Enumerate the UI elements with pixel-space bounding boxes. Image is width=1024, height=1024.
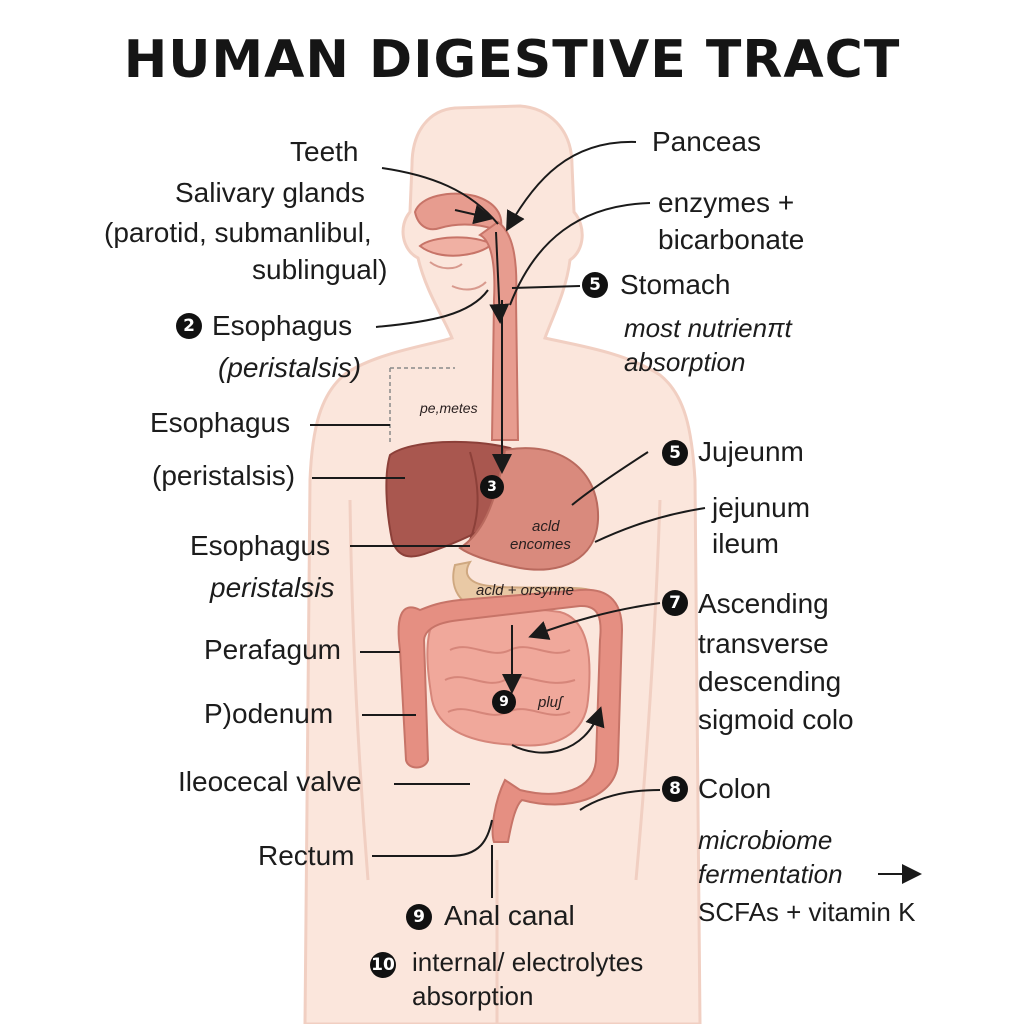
label-sigmoid: sigmoid colo (698, 704, 854, 735)
leader-stomach (511, 285, 581, 289)
label-perafagum: Perafagum (204, 634, 341, 665)
leader-esophagus-a (375, 289, 489, 328)
stomach-text-2: encomes (510, 536, 571, 553)
label-bicarbonate: bicarbonate (658, 224, 805, 255)
label-esophagus-a-sub: (peristalsis) (218, 352, 362, 383)
label-salivary-detail: (parotid, submanlibul, (104, 217, 372, 248)
label-electrolytes: internal/ electrolytes (412, 947, 644, 977)
label-esophagus-c: Esophagus (190, 530, 331, 561)
intestine-text: pluʃ (538, 694, 563, 711)
badge-stomach: 5 (582, 272, 608, 298)
leader-colon-parts (528, 602, 661, 640)
label-microbiome: microbiome (698, 825, 833, 855)
badge-esophagus-a: 2 (176, 313, 202, 339)
pancreas-text: acld + orsynne (476, 582, 574, 599)
label-jejunum-sub-1: jejunum (712, 492, 811, 523)
label-pancreas: Panceas (652, 126, 761, 157)
label-colon: Colon (698, 773, 772, 804)
badge-anal-canal: 9 (406, 904, 432, 930)
label-stomach: Stomach (620, 269, 731, 300)
label-salivary-glands: Salivary glands (175, 177, 365, 208)
badge-jejunum: 5 (662, 440, 688, 466)
leader-rectum (372, 819, 493, 857)
stomach-text-1: acld (532, 518, 560, 535)
esophagus-tube (478, 220, 520, 441)
badge-intestine: 9 (492, 690, 516, 714)
badge-colon-parts: 7 (662, 590, 688, 616)
badge-absorption: 10 (370, 952, 396, 978)
diagram-title: HUMAN DIGESTIVE TRACT (123, 30, 901, 90)
label-esophagus-b: Esophagus (150, 407, 291, 438)
label-anal-canal: Anal canal (444, 900, 575, 931)
label-stomach-sub-1: most nutrienπt (624, 313, 792, 343)
label-esophagus-c-sub: peristalsis (210, 572, 335, 603)
label-descending: descending (698, 666, 842, 697)
label-transverse: transverse (698, 628, 829, 659)
right-arm-outline (634, 499, 662, 881)
label-fermentation: fermentation (698, 859, 843, 889)
note-text: pe,metes (420, 400, 478, 416)
leader-pancreas (506, 140, 637, 232)
label-stomach-sub-2: absorption (624, 347, 746, 377)
label-scfas: SCFAs + vitamin K (698, 897, 916, 927)
leader-ileum (594, 507, 706, 543)
label-esophagus-a: Esophagus (212, 310, 353, 341)
label-rectum: Rectum (258, 840, 355, 871)
label-absorption: absorption (412, 981, 534, 1011)
left-arm-outline (348, 499, 370, 881)
label-ileocecal-valve: Ileocecal valve (178, 766, 362, 797)
label-esophagus-b-sub: (peristalsis) (152, 460, 296, 491)
label-enzymes: enzymes + (658, 187, 795, 218)
badge-colon: 8 (662, 776, 688, 802)
leader-teeth (381, 167, 499, 225)
label-teeth: Teeth (290, 136, 359, 167)
leader-colon (579, 789, 661, 811)
label-salivary-detail-2: sublingual) (252, 254, 388, 285)
label-jejunum: Jujeunm (698, 436, 804, 467)
badge-liver: 3 (480, 475, 504, 499)
stomach (458, 447, 600, 571)
leader-enzymes (509, 202, 651, 306)
leader-jejunum (571, 451, 649, 506)
label-duodenum: P)odenum (204, 698, 334, 729)
label-ascending: Ascending (698, 588, 829, 619)
label-jejunum-sub-2: ileum (712, 528, 779, 559)
